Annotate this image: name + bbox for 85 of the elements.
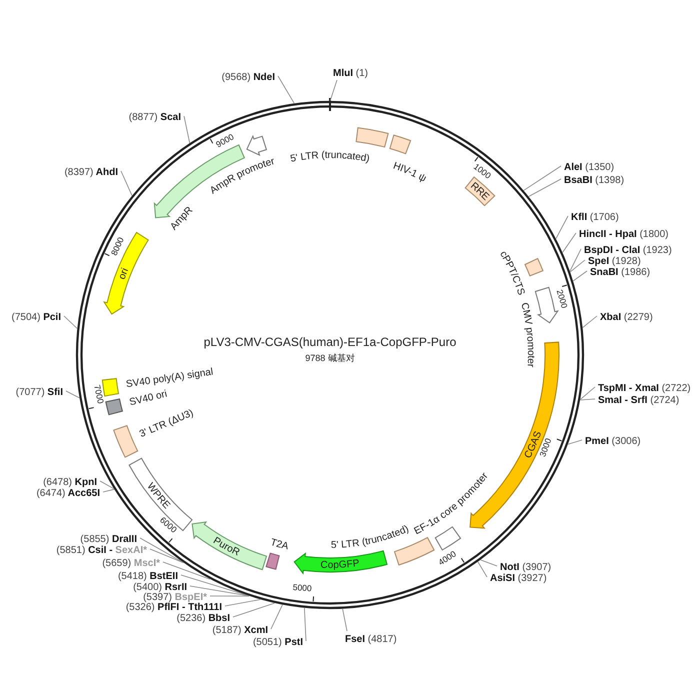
leader-line [478, 561, 488, 578]
restriction-site-label: AsiSI (3927) [490, 573, 547, 584]
sequence-feature [289, 127, 389, 164]
sequence-feature [389, 134, 428, 184]
scale-label: 7000 [92, 384, 106, 405]
sequence-feature [192, 522, 267, 570]
restriction-site-label: (5851) CsiI - SexAI* [56, 545, 147, 556]
restriction-site-label: BsaBI (1398) [564, 175, 624, 186]
sequence-feature [104, 232, 149, 315]
leader-line [184, 116, 190, 144]
leader-line [568, 440, 582, 445]
restriction-site-label: AleI (1350) [564, 162, 614, 173]
leader-line [480, 560, 498, 566]
scale-label: 5000 [292, 582, 312, 594]
restriction-site-label: (5400) RsrII [133, 582, 187, 593]
scale-label: 9000 [214, 132, 236, 150]
leader-line [66, 390, 80, 398]
leader-line [102, 488, 115, 492]
feature-label: ori [116, 266, 131, 281]
leader-line [523, 166, 562, 191]
restriction-site-label: (7077) SfiI [16, 387, 63, 398]
leader-line [580, 398, 596, 400]
restriction-site-label: HincII - HpaI (1800) [579, 229, 668, 240]
leader-line [580, 386, 596, 400]
leader-line [582, 316, 598, 328]
leader-line [232, 602, 275, 618]
restriction-site-label: (5659) MscI* [102, 558, 160, 569]
sequence-feature [266, 536, 290, 570]
feature-label: CopGFP [320, 557, 360, 570]
restriction-site-label: (5051) PstI [252, 637, 303, 648]
restriction-site-label: (5187) XcmI [212, 625, 268, 636]
restriction-site-label: (5236) BbsI [176, 613, 230, 624]
leader-line [304, 608, 306, 642]
restriction-site-label: SnaBI (1986) [590, 267, 650, 278]
leader-line [224, 599, 261, 606]
leader-line [150, 548, 184, 564]
sequence-feature [113, 408, 196, 458]
restriction-site-label: (9568) NdeI [222, 72, 275, 83]
leader-line [342, 608, 348, 632]
restriction-site-label: FseI (4817) [345, 634, 397, 645]
restriction-site-label: (5326) PflFI - Tth111I [126, 602, 222, 613]
restriction-site-label: (6474) Acc65I [36, 488, 100, 499]
leader-line [570, 260, 586, 272]
restriction-site-label: (6478) KpnI [43, 477, 97, 488]
restriction-site-label: MluI (1) [333, 68, 368, 79]
restriction-site-label: (5418) BstEII [118, 571, 178, 582]
restriction-site-label: SmaI - SrfI (2724) [598, 395, 680, 406]
feature-label: T2A [269, 536, 290, 552]
scale-label: 2000 [554, 288, 570, 310]
restriction-site-label: (7504) PciI [12, 312, 61, 323]
restriction-site-label: (8877) ScaI [128, 112, 181, 123]
leader-line [100, 480, 114, 490]
leader-line [278, 76, 295, 104]
restriction-site-label: NotI (3907) [500, 562, 552, 573]
restriction-site-label: (5855) DraIII [80, 534, 137, 545]
leader-line [64, 316, 78, 329]
restriction-site-label: XbaI (2279) [600, 312, 653, 323]
leader-line [562, 232, 576, 253]
restriction-site-label: PmeI (3006) [585, 436, 641, 447]
restriction-site-label: (8397) AhdI [64, 167, 118, 178]
scale-label: 8000 [108, 236, 126, 257]
scale-label: 4000 [436, 548, 458, 568]
leader-line [190, 586, 250, 596]
restriction-site-label: KflI (1706) [571, 212, 619, 223]
leader-line [330, 80, 338, 102]
sequence-feature [498, 249, 544, 296]
leader-line [556, 216, 568, 239]
feature-label: SV40 poly(A) signal [125, 366, 214, 390]
leader-line [528, 178, 562, 197]
leader-line [140, 538, 184, 563]
feature-label: 5' LTR (truncated) [289, 149, 371, 164]
restriction-site-label: SpeI (1928) [588, 256, 641, 267]
leader-line [162, 562, 210, 580]
leader-line [570, 248, 582, 272]
leader-line [120, 170, 132, 196]
leader-line [572, 270, 588, 282]
restriction-site-label: (5397) BspEI* [143, 592, 207, 603]
leader-line [180, 574, 246, 596]
feature-label: SV40 ori [128, 388, 168, 408]
restriction-site-label: TspMI - XmaI (2722) [598, 383, 691, 394]
sequence-feature [105, 388, 168, 416]
feature-label: 3' LTR (ΔU3) [138, 408, 196, 440]
sequence-feature [294, 550, 388, 574]
restriction-site-label: BspDI - ClaI (1923) [584, 245, 672, 256]
leader-line [270, 604, 283, 630]
